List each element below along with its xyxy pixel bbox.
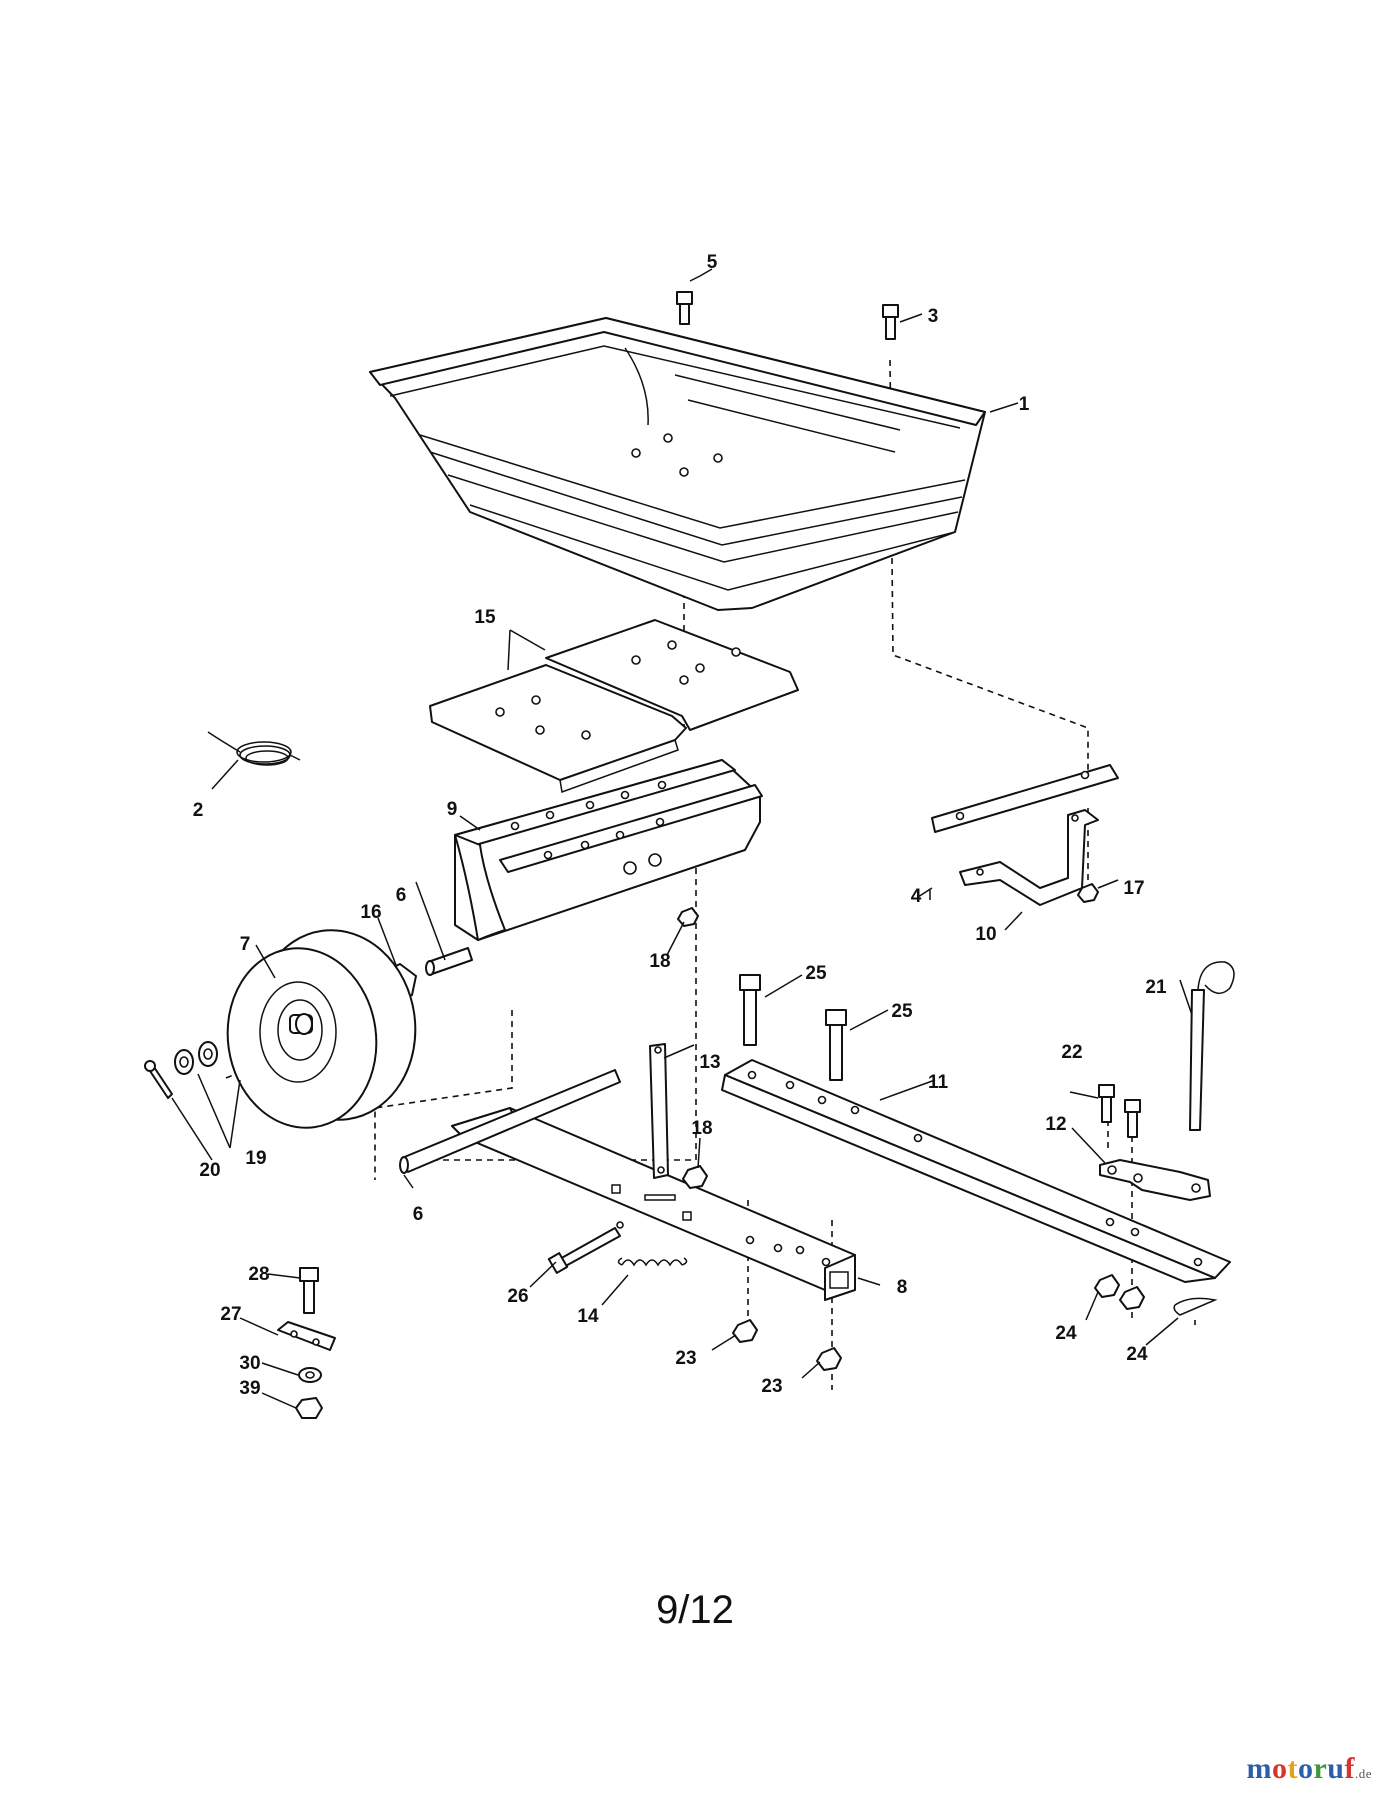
callout-3: 3 — [928, 306, 939, 327]
callout-15: 15 — [474, 607, 496, 628]
part-26-bolt — [547, 1227, 621, 1274]
callout-5: 5 — [707, 252, 718, 273]
callout-23-c: 24 — [1055, 1323, 1077, 1344]
part-14-spring — [617, 1257, 688, 1267]
callout-2: 2 — [193, 800, 204, 821]
callout-25-left: 25 — [805, 963, 827, 984]
part-27-plate — [277, 1321, 336, 1351]
part-7-wheel — [226, 929, 417, 1129]
callout-25-right: 25 — [891, 1001, 913, 1022]
callout-23-b: 23 — [761, 1376, 782, 1397]
part-25-bolt-left — [739, 974, 761, 1046]
part-23-nut-d — [1119, 1286, 1145, 1310]
callout-21: 21 — [1145, 977, 1167, 998]
callout-7: 7 — [240, 934, 251, 955]
part-20-cotter-pin — [144, 1060, 173, 1099]
part-15-plates — [429, 619, 799, 794]
watermark-letter: m — [1246, 1752, 1272, 1785]
callout-24: 24 — [1126, 1344, 1148, 1365]
part-30-washer — [298, 1367, 322, 1383]
callout-6-bottom: 6 — [413, 1204, 424, 1225]
callout-30: 30 — [239, 1353, 260, 1374]
part-17-nut — [1077, 883, 1099, 903]
part-22-bolt-b — [1124, 1099, 1141, 1138]
callout-28: 28 — [248, 1264, 269, 1285]
part-23-nut-b — [816, 1347, 842, 1371]
part-3-bolt — [882, 304, 899, 340]
callout-18-upper: 18 — [649, 951, 670, 972]
part-23-nut-c — [1094, 1274, 1120, 1298]
part-5-bolt — [676, 291, 693, 325]
callout-19: 19 — [245, 1148, 266, 1169]
callout-20: 20 — [199, 1160, 220, 1181]
callout-18-lower: 18 — [691, 1118, 712, 1139]
part-19-washers — [174, 1041, 218, 1075]
callout-8: 8 — [897, 1277, 908, 1298]
part-11-long-bar — [721, 1059, 1231, 1283]
page-number: 9/12 — [656, 1588, 734, 1632]
leader-lines — [171, 268, 1193, 1409]
callout-17: 17 — [1123, 878, 1144, 899]
part-4-bracket-bar — [931, 764, 1119, 833]
callout-labels: 5 3 1 15 2 9 6 7 16 18 4 17 10 25 25 21 … — [193, 252, 1167, 1399]
part-13-bracket-strap — [649, 1043, 669, 1179]
part-22-bolt-a — [1098, 1084, 1115, 1123]
part-18-nut-lower — [682, 1165, 708, 1189]
part-2-wire-coil — [207, 731, 301, 766]
callout-27: 27 — [220, 1304, 241, 1325]
callout-6-top: 6 — [396, 885, 407, 906]
part-18-nut-upper — [677, 907, 699, 927]
part-28-bolt — [299, 1267, 319, 1314]
callout-10: 10 — [975, 924, 996, 945]
part-8-frame-tube — [399, 1069, 856, 1301]
callout-14: 14 — [577, 1306, 599, 1327]
part-23-nut-a — [732, 1319, 758, 1343]
callout-11: 11 — [928, 1072, 949, 1093]
callout-39: 39 — [239, 1378, 260, 1399]
part-10-bent-bracket — [959, 809, 1099, 906]
watermark-letter: o — [1271, 1752, 1288, 1785]
part-1-cart-tub — [369, 317, 986, 611]
callout-26: 26 — [507, 1286, 528, 1307]
callout-9: 9 — [447, 799, 458, 820]
watermark-letter: f — [1344, 1752, 1355, 1785]
part-21-hitch-pin — [1189, 961, 1235, 1131]
part-25-bolt-right — [825, 1009, 847, 1081]
watermark-letter: o — [1297, 1752, 1314, 1785]
callout-23-a: 23 — [675, 1348, 696, 1369]
part-6-axle-rod — [425, 947, 473, 976]
callout-13: 13 — [699, 1052, 720, 1073]
watermark-logo: motoruf.de — [1246, 1752, 1372, 1786]
watermark-suffix: .de — [1354, 1766, 1372, 1781]
callout-4: 4 — [911, 886, 922, 907]
watermark-letter: t — [1287, 1752, 1298, 1785]
callout-1: 1 — [1019, 394, 1030, 415]
watermark-letter: r — [1313, 1752, 1328, 1785]
part-9-axle-housing — [454, 759, 763, 941]
part-39-nut — [295, 1397, 323, 1419]
watermark-letter: u — [1327, 1752, 1345, 1785]
watermark-word: motoruf — [1246, 1752, 1355, 1785]
callout-22: 22 — [1061, 1042, 1082, 1063]
callout-12: 12 — [1045, 1114, 1066, 1135]
part-24-hairpin-clip — [1173, 1297, 1218, 1316]
part-12-hitch-plate — [1099, 1159, 1211, 1201]
callout-16: 16 — [360, 902, 381, 923]
